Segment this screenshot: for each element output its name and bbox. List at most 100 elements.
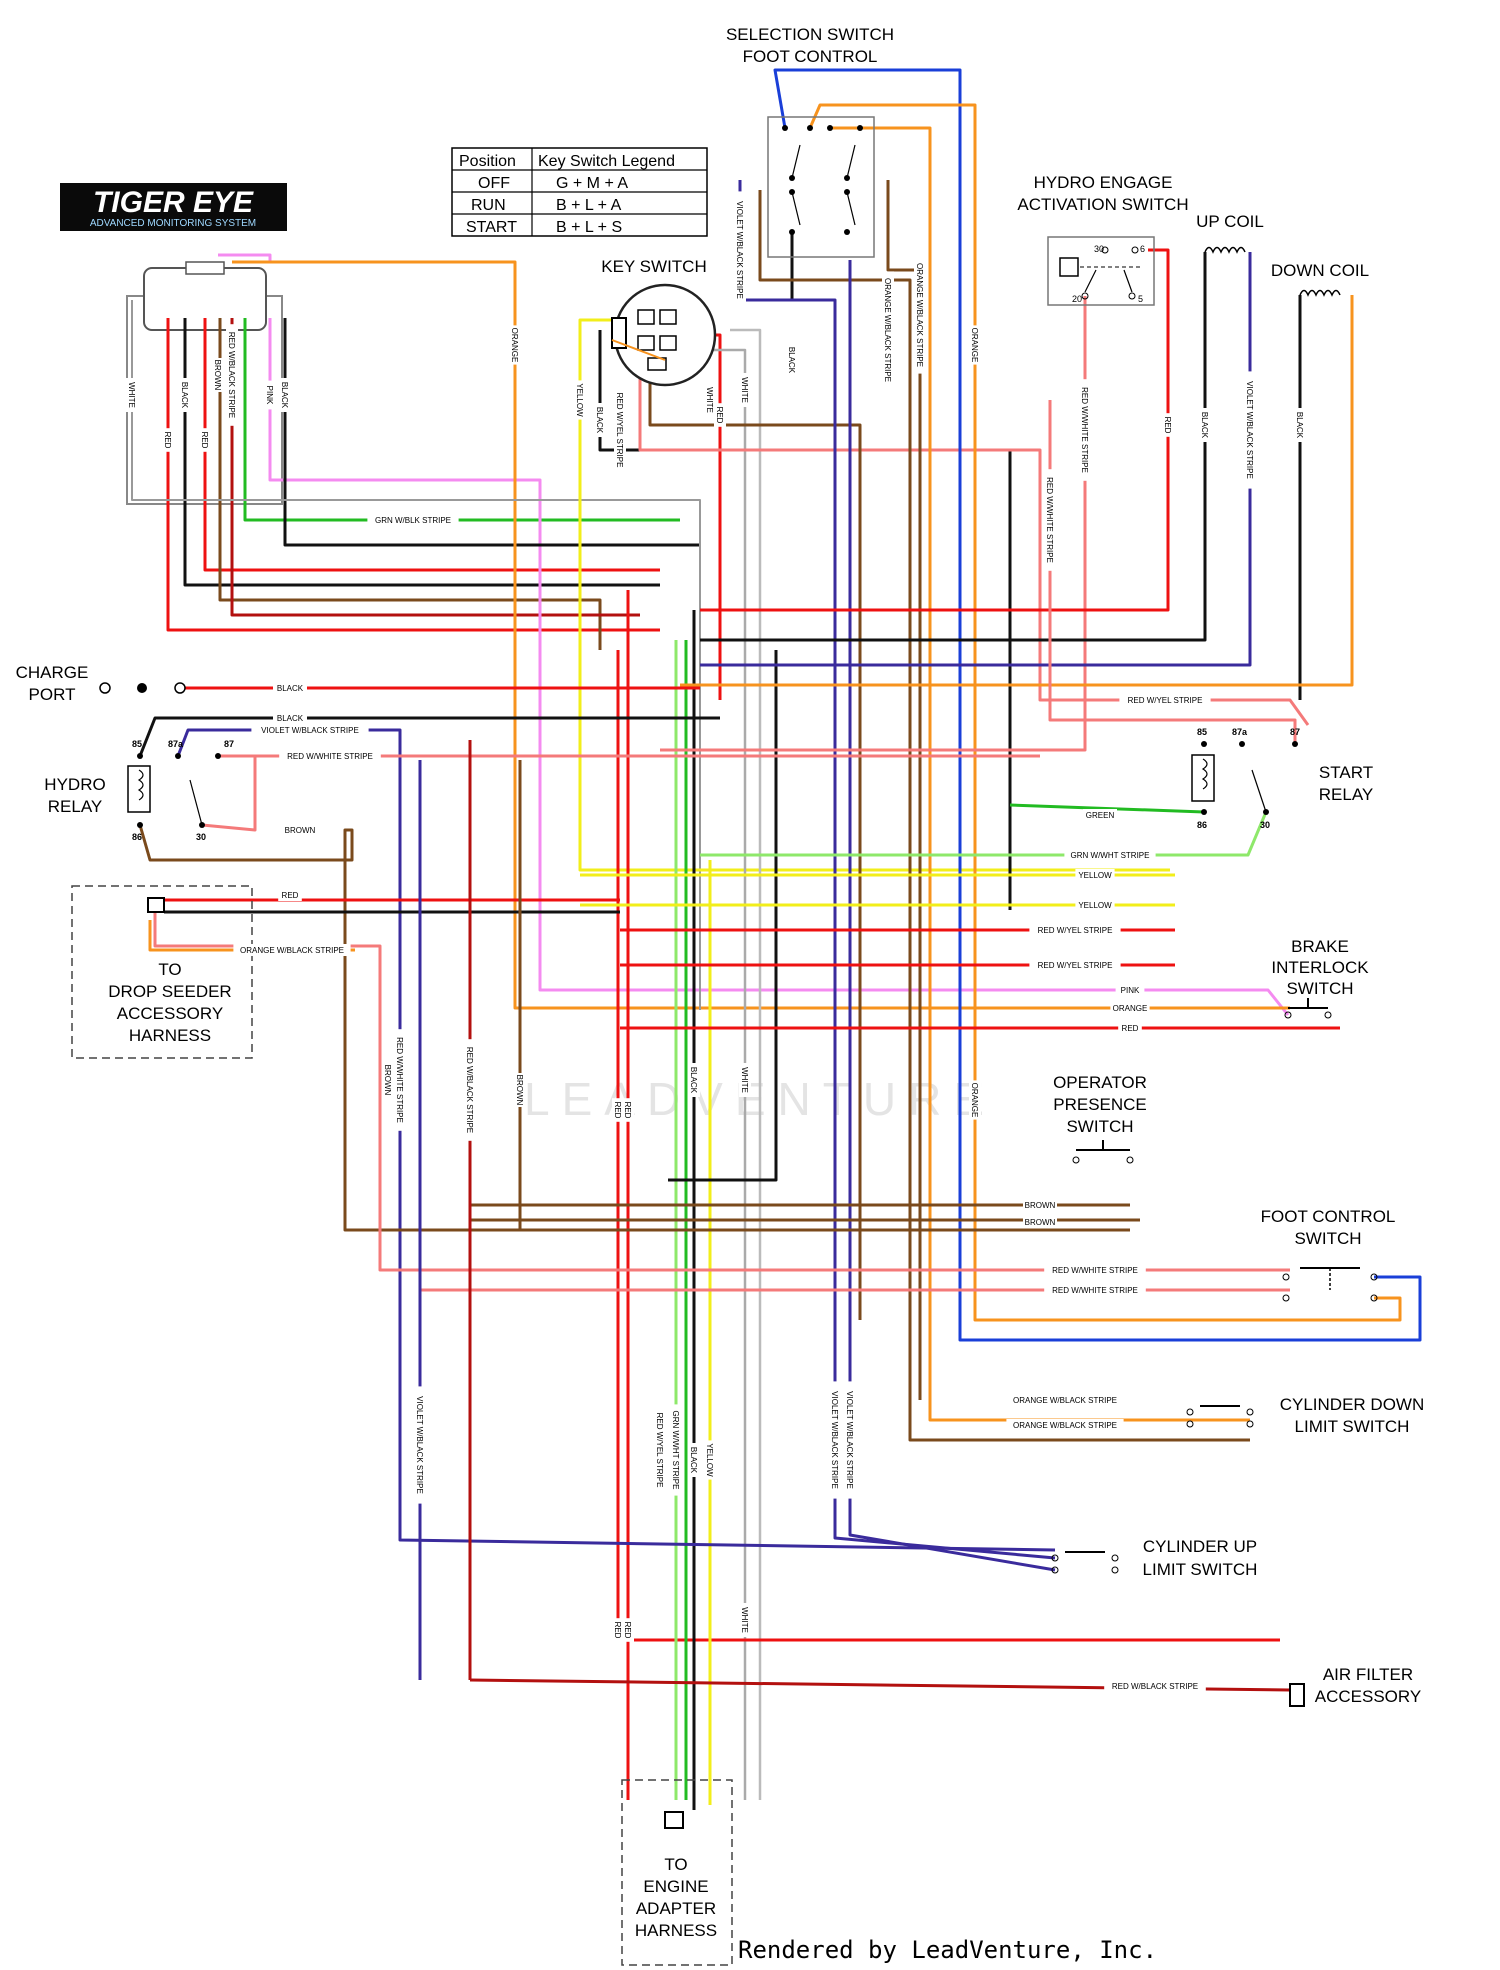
label-wire-yellow-1: YELLOW — [1075, 869, 1115, 881]
wire-yellow-1 — [578, 318, 1170, 872]
engine-adapter-box — [621, 1779, 733, 1966]
label-drop-seeder-4: HARNESS — [129, 1026, 211, 1045]
svg-text:BLACK: BLACK — [1295, 412, 1304, 439]
svg-text:RED: RED — [623, 1102, 632, 1119]
hydro-engage-switch: 30 6 20 5 — [1047, 236, 1155, 306]
label-wire-vio-coil: VIOLET W/BLACK STRIPE — [1244, 371, 1256, 489]
label-brake-interlock-1: BRAKE — [1291, 937, 1349, 956]
label-wire-orgblk-cd1: ORANGE W/BLACK STRIPE — [1006, 1394, 1124, 1406]
hydro-engage-pin-30: 30 — [1094, 244, 1104, 254]
svg-text:ORANGE: ORANGE — [1113, 1004, 1148, 1013]
label-wire-black-v: BLACK — [594, 403, 606, 437]
label-air-filter-1: AIR FILTER — [1323, 1665, 1413, 1684]
label-hydro-engage-2: ACTIVATION SWITCH — [1017, 195, 1188, 214]
label-air-filter-2: ACCESSORY — [1315, 1687, 1421, 1706]
label-drop-seeder-2: DROP SEEDER — [108, 982, 231, 1001]
drop-seeder-connector — [147, 897, 165, 913]
label-wire-grnblk: GRN W/BLK STRIPE — [367, 514, 459, 526]
label-wire-orange-1: ORANGE — [509, 325, 521, 365]
label-wire-black-dcoil: BLACK — [1294, 408, 1306, 442]
start-relay-pin-87a: 87a — [1232, 727, 1248, 737]
label-wire-white-ks: WHITE — [704, 383, 716, 417]
label-brake-interlock-3: SWITCH — [1286, 979, 1353, 998]
watermark: LEADVENTURE — [524, 1073, 996, 1125]
label-engine-adapter-3: ADAPTER — [636, 1899, 716, 1918]
svg-text:RED W/BLACK STRIPE: RED W/BLACK STRIPE — [1112, 1682, 1198, 1691]
wire-violet-2 — [848, 260, 1056, 1572]
svg-text:RED: RED — [282, 891, 299, 900]
label-wire-red-low2: RED — [622, 1098, 634, 1122]
label-down-coil: DOWN COIL — [1271, 261, 1369, 280]
hydro-relay-pin-87a: 87a — [168, 739, 184, 749]
label-cylinder-down-1: CYLINDER DOWN — [1280, 1395, 1425, 1414]
cylinder-up-switch — [1051, 1551, 1119, 1574]
svg-text:BLACK: BLACK — [1200, 412, 1209, 439]
wire-brown-1 — [218, 318, 602, 650]
label-wire-red-brake: RED — [1118, 1022, 1142, 1034]
svg-text:RED: RED — [715, 407, 724, 424]
svg-text:RED: RED — [1163, 417, 1172, 434]
wire-blue-1 — [773, 68, 1422, 1342]
wire-black-3 — [598, 330, 1012, 910]
label-wire-orgblk-cd2: ORANGE W/BLACK STRIPE — [1006, 1419, 1124, 1431]
wire-green-sr — [1009, 803, 1205, 814]
svg-text:BROWN: BROWN — [285, 826, 316, 835]
label-charge-port-1: CHARGE — [16, 663, 89, 682]
svg-text:WHITE: WHITE — [740, 377, 749, 403]
svg-text:BROWN: BROWN — [213, 360, 222, 391]
svg-text:GRN W/WHT STRIPE: GRN W/WHT STRIPE — [671, 1411, 680, 1490]
component-labels: SELECTION SWITCH FOOT CONTROL KEY SWITCH… — [16, 25, 1425, 1940]
label-wire-redwht-fc2: RED W/WHITE STRIPE — [1044, 1284, 1146, 1296]
wire-red-1 — [166, 318, 660, 632]
svg-text:RED W/BLACK STRIPE: RED W/BLACK STRIPE — [227, 332, 236, 418]
label-wire-black-low2: BLACK — [688, 1443, 700, 1477]
label-wire-yellow-2: YELLOW — [1075, 899, 1115, 911]
wire-orange-dcoil — [680, 295, 1354, 687]
svg-text:GRN W/WHT STRIPE: GRN W/WHT STRIPE — [1071, 851, 1150, 860]
label-up-coil: UP COIL — [1196, 212, 1264, 231]
svg-text:RED: RED — [1122, 1024, 1139, 1033]
legend-row-run-pos: RUN — [471, 197, 506, 214]
svg-text:ORANGE: ORANGE — [970, 328, 979, 363]
label-operator-presence-2: PRESENCE — [1053, 1095, 1147, 1114]
drop-seeder-box — [71, 885, 253, 1059]
svg-text:BLACK: BLACK — [595, 407, 604, 434]
label-cylinder-down-2: LIMIT SWITCH — [1295, 1417, 1410, 1436]
up-coil — [1204, 246, 1246, 254]
label-wire-red-1: RED — [162, 428, 174, 452]
label-wire-black-sel: BLACK — [786, 343, 798, 377]
svg-text:YELLOW: YELLOW — [1078, 901, 1112, 910]
wire-orange-1 — [232, 260, 1290, 1010]
engine-adapter-connector — [664, 1811, 684, 1829]
label-wire-redyel-he: RED W/WHITE STRIPE — [1044, 469, 1056, 571]
label-wire-brown-low: BROWN — [382, 1063, 394, 1097]
label-wire-redblk-low: RED W/BLACK STRIPE — [464, 1039, 476, 1141]
svg-text:WHITE: WHITE — [740, 1067, 749, 1093]
wire-brown-ks — [648, 370, 862, 1320]
svg-text:RED: RED — [163, 432, 172, 449]
wire-grnblk-1 — [243, 318, 680, 522]
svg-text:RED W/YEL STRIPE: RED W/YEL STRIPE — [655, 1413, 664, 1488]
svg-text:WHITE: WHITE — [127, 382, 136, 408]
svg-text:GRN W/BLK STRIPE: GRN W/BLK STRIPE — [375, 516, 451, 525]
svg-text:ORANGE W/BLACK STRIPE: ORANGE W/BLACK STRIPE — [915, 263, 924, 367]
label-operator-presence-3: SWITCH — [1066, 1117, 1133, 1136]
wire-white-2 — [730, 328, 762, 1800]
legend-row-off-pos: OFF — [478, 175, 510, 192]
svg-text:BROWN: BROWN — [383, 1065, 392, 1096]
svg-text:VIOLET W/BLACK STRIPE: VIOLET W/BLACK STRIPE — [261, 726, 359, 735]
label-drop-seeder-3: ACCESSORY — [117, 1004, 223, 1023]
label-wire-brown-low2: BROWN — [514, 1073, 526, 1107]
wire-orange-sel — [808, 103, 1402, 1322]
label-wire-redwht-low: RED W/WHITE STRIPE — [394, 1029, 406, 1131]
label-wire-redwht-fc1: RED W/WHITE STRIPE — [1044, 1264, 1146, 1276]
label-wire-vio-low: VIOLET W/BLACK STRIPE — [414, 1386, 426, 1504]
label-cylinder-up-2: LIMIT SWITCH — [1143, 1560, 1258, 1579]
svg-text:RED: RED — [623, 1622, 632, 1639]
wire-grnwht-sr — [700, 811, 1268, 857]
hydro-engage-pin-6: 6 — [1140, 244, 1145, 254]
label-selection-switch-1: SELECTION SWITCH — [726, 25, 894, 44]
svg-text:BLACK: BLACK — [180, 382, 189, 409]
label-wire-black-low: BLACK — [688, 1063, 700, 1097]
hydro-engage-pin-20: 20 — [1072, 294, 1082, 304]
